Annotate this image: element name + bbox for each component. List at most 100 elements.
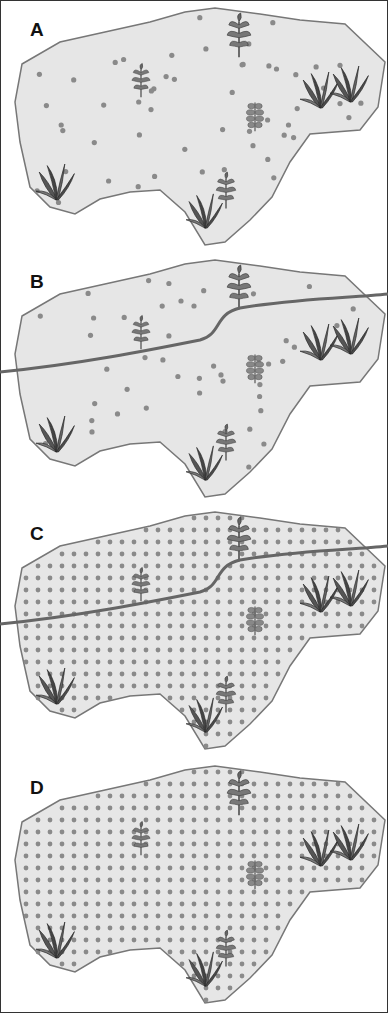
sample-dot xyxy=(156,660,161,665)
sample-dot xyxy=(252,576,257,581)
sample-dot xyxy=(228,636,233,641)
sample-dot xyxy=(96,926,101,931)
sample-dot xyxy=(252,842,257,847)
sample-dot xyxy=(351,306,356,311)
plant-icon xyxy=(132,315,150,349)
sample-dot xyxy=(72,806,77,811)
sample-dot xyxy=(228,600,233,605)
study-area xyxy=(15,260,385,497)
sample-dot xyxy=(276,830,281,835)
sample-dot xyxy=(293,72,298,77)
sample-dot xyxy=(252,636,257,641)
sample-dot xyxy=(96,600,101,605)
sample-dot xyxy=(252,806,257,811)
sample-dot xyxy=(168,890,173,895)
sample-dot xyxy=(108,588,113,593)
sample-dot xyxy=(60,854,65,859)
sample-dot xyxy=(240,950,245,955)
sample-dot xyxy=(48,890,53,895)
plant-icon xyxy=(36,164,74,200)
sample-dot xyxy=(337,101,342,106)
sample-dot xyxy=(247,129,252,134)
sample-dot xyxy=(264,782,269,787)
sample-dot xyxy=(228,516,233,521)
sample-dot xyxy=(180,962,185,967)
sample-dot xyxy=(240,878,245,883)
sample-dot xyxy=(192,830,197,835)
sample-dot xyxy=(108,938,113,943)
sample-dot xyxy=(120,660,125,665)
sample-dot xyxy=(252,938,257,943)
sample-dot xyxy=(218,372,223,377)
sample-dot xyxy=(204,696,209,701)
sample-dot xyxy=(84,878,89,883)
sample-dot xyxy=(192,914,197,919)
sample-dot xyxy=(132,660,137,665)
sample-dot xyxy=(204,528,209,533)
sample-dot xyxy=(60,902,65,907)
panel-letter: B xyxy=(30,272,44,291)
sample-dot xyxy=(48,576,53,581)
plant-icon xyxy=(300,576,338,612)
sample-dot xyxy=(108,950,113,955)
sample-dot xyxy=(228,890,233,895)
sample-dot xyxy=(84,600,89,605)
sample-dot xyxy=(132,564,137,569)
sample-dot xyxy=(246,464,251,469)
sample-dot xyxy=(108,830,113,835)
sample-dot xyxy=(108,576,113,581)
sample-dot xyxy=(201,288,206,293)
sample-dot xyxy=(200,169,205,174)
sample-dot xyxy=(336,576,341,581)
sample-dot xyxy=(228,878,233,883)
plant-icon xyxy=(300,72,338,108)
sample-dot xyxy=(108,878,113,883)
sample-dot xyxy=(216,564,221,569)
sample-dot xyxy=(168,588,173,593)
sample-dot xyxy=(240,696,245,701)
sample-dot xyxy=(84,636,89,641)
sample-dot xyxy=(240,612,245,617)
sample-dot xyxy=(36,672,41,677)
sample-dot xyxy=(334,323,339,328)
sample-dot xyxy=(144,890,149,895)
plant-icon xyxy=(132,821,150,855)
sample-dot xyxy=(36,684,41,689)
sample-dot xyxy=(84,564,89,569)
sample-dot xyxy=(276,588,281,593)
sample-dot xyxy=(108,564,113,569)
sample-dot xyxy=(96,902,101,907)
sample-dot xyxy=(108,854,113,859)
sample-dot xyxy=(120,854,125,859)
sample-dot xyxy=(96,842,101,847)
sample-dot xyxy=(72,636,77,641)
sample-dot xyxy=(168,926,173,931)
sample-dot xyxy=(168,624,173,629)
sample-dot xyxy=(120,612,125,617)
sample-dot xyxy=(72,672,77,677)
sample-dot xyxy=(216,866,221,871)
sample-dot xyxy=(36,866,41,871)
sample-dot xyxy=(300,818,305,823)
sample-dot xyxy=(240,588,245,593)
sample-dot xyxy=(252,926,257,931)
sample-dot xyxy=(36,818,41,823)
sample-dot xyxy=(192,938,197,943)
sample-points xyxy=(35,15,364,205)
sample-dot xyxy=(240,720,245,725)
sample-dot xyxy=(96,950,101,955)
sample-dot xyxy=(156,684,161,689)
sample-dot xyxy=(252,950,257,955)
sample-dot xyxy=(360,624,365,629)
sample-dot xyxy=(24,576,29,581)
sample-dot xyxy=(168,782,173,787)
sample-dot xyxy=(292,345,297,350)
sample-dot xyxy=(144,552,149,557)
sample-dot xyxy=(252,600,257,605)
sample-dot xyxy=(264,684,269,689)
sample-dot xyxy=(288,782,293,787)
sample-dot xyxy=(360,612,365,617)
plant-icon xyxy=(36,668,74,704)
sample-dot xyxy=(204,998,209,1003)
sample-dot xyxy=(144,684,149,689)
